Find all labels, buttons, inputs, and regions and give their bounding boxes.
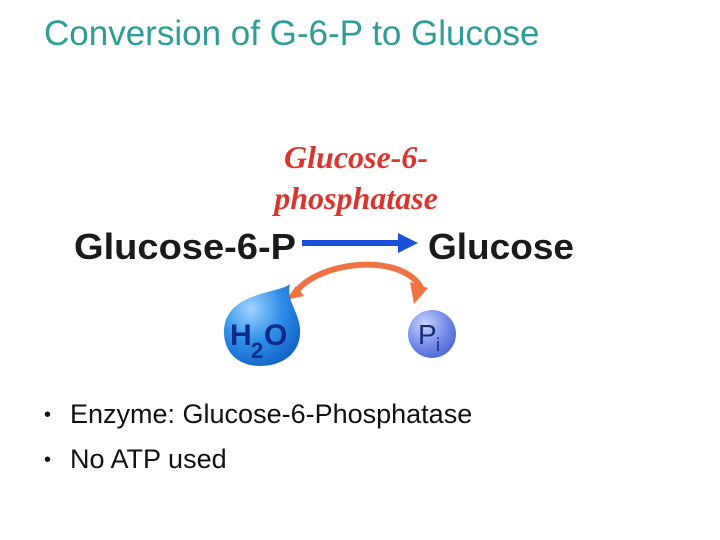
bullet-item: • Enzyme: Glucose-6-Phosphatase <box>44 392 684 437</box>
bullet-list: • Enzyme: Glucose-6-Phosphatase • No ATP u… <box>44 392 684 482</box>
enzyme-label-line2: phosphatase <box>271 180 438 216</box>
curved-arrow <box>286 261 428 304</box>
water-subscript: 2 <box>251 338 263 363</box>
bullet-item: • No ATP used <box>44 437 684 482</box>
water-h: H <box>230 319 252 352</box>
reaction-arrow <box>302 233 418 253</box>
enzyme-label-line1: Glucose-6- <box>284 139 428 175</box>
bullet-marker: • <box>44 449 52 471</box>
product-label: Glucose <box>428 226 574 267</box>
substrate-label: Glucose-6-P <box>74 226 296 267</box>
bullet-marker: • <box>44 404 52 426</box>
phosphate-p: P <box>418 319 437 350</box>
bullet-text: Enzyme: Glucose-6-Phosphatase <box>70 399 473 429</box>
phosphate-circle: P i <box>408 310 456 358</box>
slide-title: Conversion of G-6-P to Glucose <box>44 14 540 53</box>
water-o: O <box>264 319 287 352</box>
phosphate-subscript: i <box>436 335 440 355</box>
bullet-text: No ATP used <box>70 444 227 474</box>
water-drop: H 2 O <box>224 284 301 366</box>
